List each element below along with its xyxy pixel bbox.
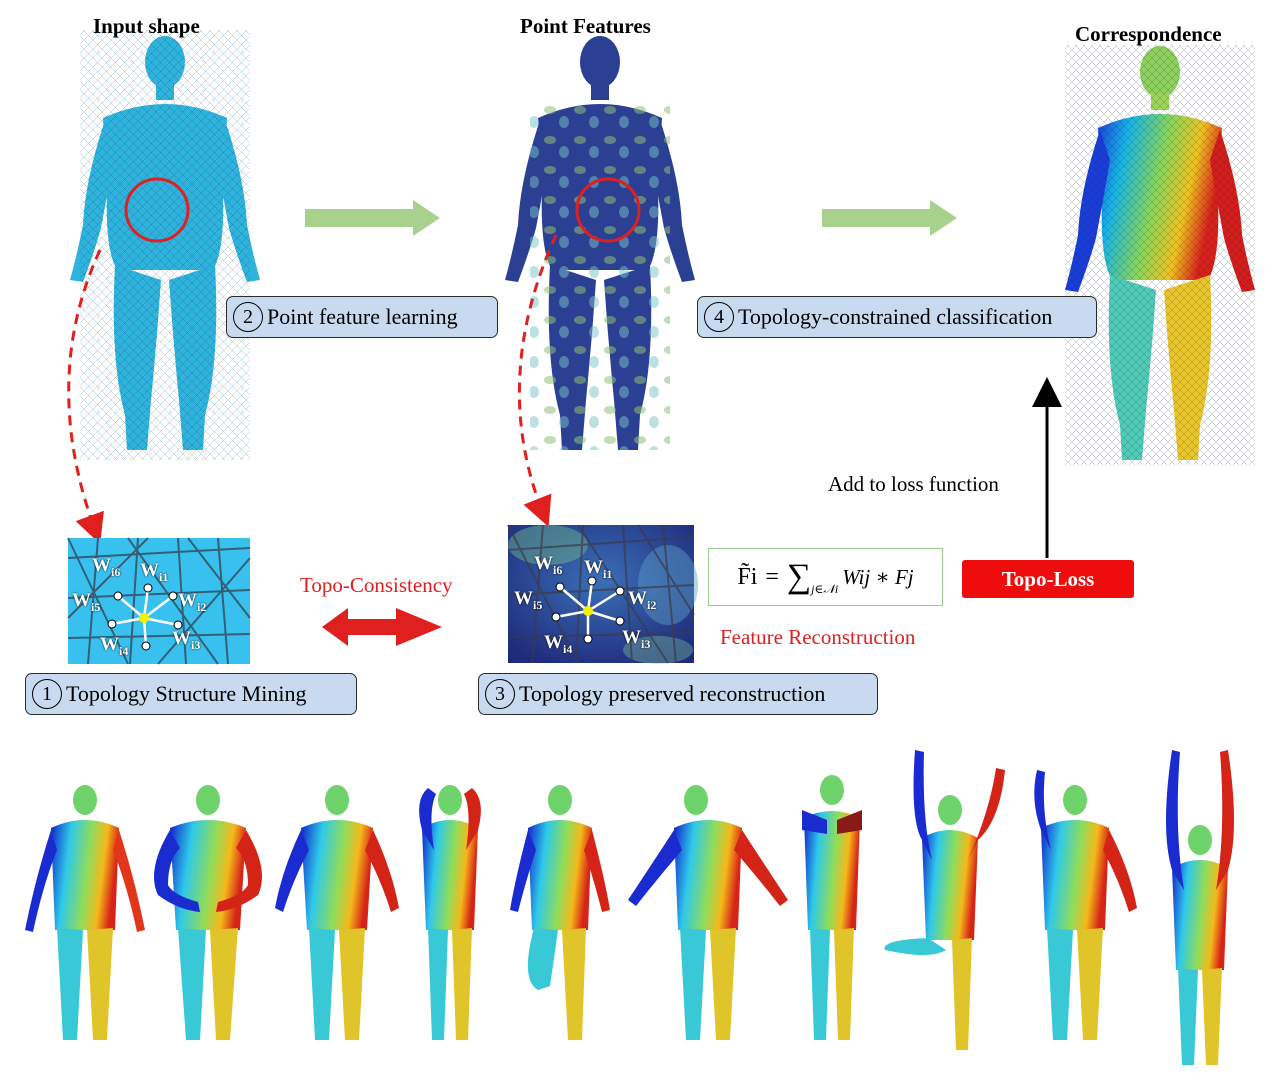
- weight-label: Wi6: [534, 553, 563, 577]
- formula-sum: ∑: [786, 558, 812, 595]
- pose-figure: [510, 785, 610, 1040]
- formula-rhs: Wij ∗ Fj: [842, 564, 914, 589]
- pose-figure: [419, 785, 481, 1040]
- step-topology-constrained-classification: 4 Topology-constrained classification: [697, 296, 1097, 338]
- step-point-feature-learning: 2 Point feature learning: [226, 296, 498, 338]
- step-topology-structure-mining: 1 Topology Structure Mining: [25, 673, 357, 715]
- weight-label: Wi3: [622, 627, 651, 651]
- step-number: 4: [704, 302, 734, 332]
- green-arrow-2: [822, 200, 957, 236]
- dashed-arrow-1: [67, 249, 104, 545]
- point-features-figure: [505, 36, 695, 450]
- step-number: 3: [485, 679, 515, 709]
- weight-label: Wi6: [92, 555, 121, 579]
- formula-eq: =: [765, 563, 779, 590]
- body-shape: [70, 30, 260, 460]
- topo-consistency-label: Topo-Consistency: [300, 573, 453, 597]
- pose-figure: [1166, 750, 1234, 1065]
- weight-label: Wi5: [514, 588, 543, 612]
- green-arrow-1: [305, 200, 440, 236]
- reconstruction-formula: F̃i = ∑ j∈𝒩i Wij ∗ Fj: [708, 548, 943, 606]
- dashed-arrow-2: [517, 234, 558, 527]
- pose-figure: [884, 750, 1005, 1050]
- weight-label: Wi4: [544, 632, 573, 656]
- feature-reconstruction-label: Feature Reconstruction: [720, 625, 916, 649]
- region-circle: [124, 177, 190, 243]
- formula-lhs: F̃i: [737, 563, 758, 590]
- weight-label: Wi2: [628, 588, 657, 612]
- pose-figure: [154, 785, 262, 1040]
- weight-label: Wi2: [178, 590, 207, 614]
- step-label: Topology Structure Mining: [66, 681, 307, 706]
- region-circle: [575, 177, 641, 243]
- formula-sub: j∈𝒩i: [811, 582, 839, 596]
- weight-label: Wi5: [72, 590, 101, 614]
- pose-figure: [802, 775, 862, 1040]
- input-shape-figure: [70, 30, 260, 460]
- topo-loss-box: Topo-Loss: [962, 560, 1134, 598]
- step-topology-preserved-reconstruction: 3 Topology preserved reconstruction: [478, 673, 878, 715]
- step-number: 1: [32, 679, 62, 709]
- step-label: Topology-constrained classification: [738, 304, 1053, 329]
- correspondence-figure: [1065, 45, 1255, 465]
- topology-panel: [67, 537, 251, 665]
- pose-figure: [275, 785, 399, 1040]
- pose-row: [25, 750, 1234, 1065]
- title-point-features: Point Features: [520, 14, 651, 38]
- weight-label: Wi1: [584, 557, 613, 581]
- topo-consistency-arrow: [322, 608, 442, 646]
- pose-figure: [1034, 770, 1137, 1040]
- feature-panel: [507, 524, 698, 664]
- pose-figure: [628, 785, 788, 1040]
- add-to-loss-label: Add to loss function: [828, 472, 999, 496]
- weight-label: Wi4: [100, 634, 129, 658]
- title-correspondence: Correspondence: [1075, 22, 1222, 46]
- step-label: Topology preserved reconstruction: [519, 681, 826, 706]
- weight-label: Wi1: [140, 560, 169, 584]
- weight-label: Wi3: [172, 628, 201, 652]
- pose-figure: [25, 785, 145, 1040]
- step-number: 2: [233, 302, 263, 332]
- step-label: Point feature learning: [267, 304, 458, 329]
